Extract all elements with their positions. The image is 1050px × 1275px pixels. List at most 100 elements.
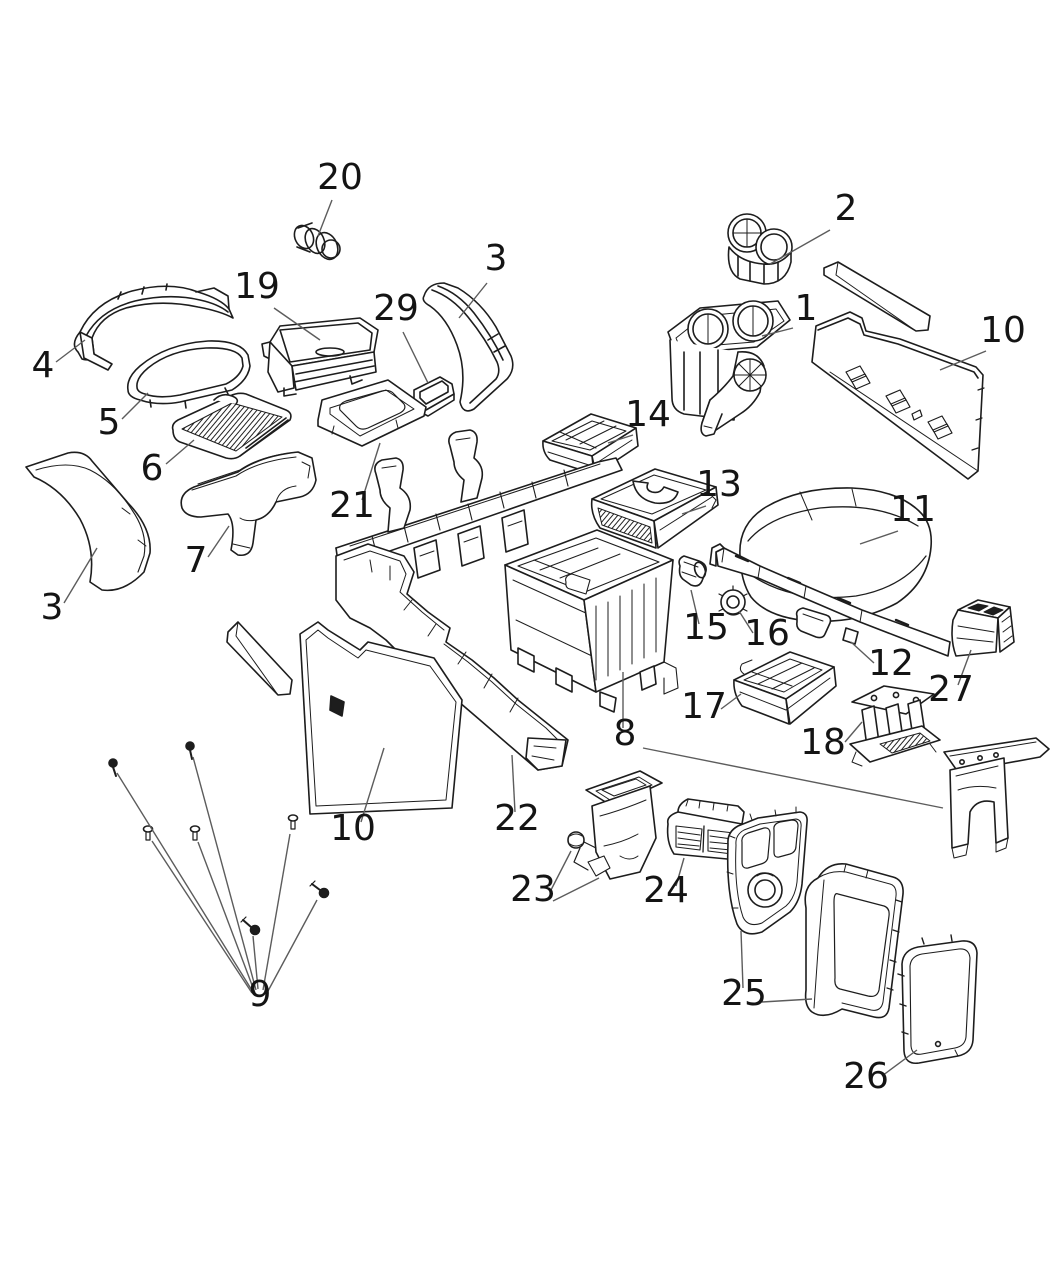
part-16-round-knob bbox=[718, 585, 748, 616]
screw-icon bbox=[309, 880, 330, 899]
part-23-shifter-boot bbox=[567, 770, 663, 880]
part-4-front-bezel-frame bbox=[73, 283, 234, 371]
part-26-seal-frame bbox=[897, 934, 978, 1065]
callout-17-storage-tray: 17 bbox=[681, 686, 727, 727]
part-21-shifter-bezel bbox=[317, 379, 427, 447]
part-6-rubber-mat bbox=[171, 392, 292, 460]
screw-icon bbox=[240, 916, 261, 936]
leader-line-screws bbox=[197, 841, 256, 994]
screw-icon bbox=[108, 758, 118, 777]
callout-13-notched-tray: 13 bbox=[696, 464, 742, 505]
callout-5-bezel-ring: 5 bbox=[98, 402, 121, 443]
leader-line-cupholder-assembly bbox=[761, 327, 794, 337]
screw-icons bbox=[108, 741, 330, 936]
callout-22-floor-duct: 22 bbox=[494, 798, 540, 839]
part-18-mounting-bracket bbox=[849, 685, 941, 767]
leader-line-tray-insert bbox=[402, 331, 429, 384]
leader-line-console-carrier bbox=[642, 747, 944, 809]
leader-line-shifter-boot bbox=[550, 850, 572, 891]
callout-11-armrest-lid: 11 bbox=[890, 489, 936, 530]
part-12-hinge-rail bbox=[709, 543, 951, 657]
part-trim-strip-left bbox=[226, 621, 293, 696]
leader-line-air-vent bbox=[675, 857, 685, 887]
part-8-rear-bracket bbox=[943, 737, 1050, 859]
part-24-air-vent bbox=[666, 798, 745, 861]
part-15-latch-cylinder bbox=[678, 555, 707, 587]
part-3-side-trim-left bbox=[25, 451, 151, 592]
leader-line-latch-cylinder bbox=[690, 589, 700, 625]
part-1-cupholder-assembly bbox=[667, 300, 791, 437]
callout-23-shifter-boot: 23 bbox=[510, 869, 556, 910]
leader-line-seal-frame bbox=[881, 1049, 918, 1077]
leader-line-screws bbox=[267, 899, 318, 992]
callout-18-mounting-bracket: 18 bbox=[800, 722, 846, 763]
callout-29-tray-insert: 29 bbox=[373, 288, 419, 329]
screw-icon bbox=[189, 825, 201, 841]
leader-line-front-bezel-frame bbox=[55, 339, 86, 363]
part-13-notched-tray bbox=[590, 468, 719, 549]
leader-line-power-outlet-plug bbox=[317, 199, 333, 237]
callout-6-rubber-mat: 6 bbox=[141, 448, 164, 489]
callout-2-cupholder-inserts: 2 bbox=[835, 188, 858, 229]
part-27-power-module bbox=[951, 599, 1015, 657]
callout-3-front-pillar-trim-right: 3 bbox=[485, 238, 508, 279]
leader-line-rear-trim-panel bbox=[761, 998, 813, 1003]
callout-24-air-vent: 24 bbox=[643, 870, 689, 911]
part-8-console-box bbox=[504, 529, 679, 713]
leader-line-shifter-bezel bbox=[361, 442, 381, 501]
callout-16-round-knob: 16 bbox=[744, 613, 790, 654]
leader-line-rubber-mat bbox=[165, 439, 195, 465]
leader-line-screws bbox=[151, 840, 253, 994]
part-17-storage-tray bbox=[733, 651, 837, 725]
callout-1-cupholder-assembly: 1 bbox=[795, 288, 818, 329]
screw-icon bbox=[287, 814, 299, 830]
callout-10-side-panel-right: 10 bbox=[980, 310, 1026, 351]
leader-line-console-tray bbox=[607, 434, 634, 444]
part-25-switch-bezel bbox=[726, 806, 808, 935]
leader-line-floor-duct bbox=[511, 754, 516, 813]
part-2-cupholder-inserts bbox=[727, 213, 793, 285]
leader-line-front-pillar-trim-right bbox=[458, 282, 488, 319]
leader-line-shifter-boot bbox=[552, 877, 600, 902]
part-7-bridge-cover bbox=[180, 451, 317, 557]
callout-12-hinge-rail: 12 bbox=[868, 643, 914, 684]
screw-icon bbox=[185, 741, 195, 760]
callout-20-power-outlet-plug: 20 bbox=[317, 157, 363, 198]
leader-line-screws bbox=[116, 772, 254, 993]
part-20-power-outlet-icon bbox=[293, 222, 341, 261]
callout-9-screws: 9 bbox=[249, 974, 272, 1015]
leader-line-side-panel-left bbox=[360, 747, 385, 823]
leader-line-side-panel-right bbox=[939, 350, 987, 371]
callout-8-console-carrier: 8 bbox=[614, 713, 637, 754]
leader-line-storage-tray bbox=[720, 693, 742, 710]
leader-line-hinge-rail bbox=[850, 641, 875, 664]
part-10-trim-strip-right bbox=[823, 261, 931, 332]
leader-line-power-module bbox=[957, 649, 972, 686]
leader-line-round-knob bbox=[738, 610, 754, 634]
callout-10-side-panel-left: 10 bbox=[330, 808, 376, 849]
leader-line-rear-trim-panel bbox=[740, 930, 744, 989]
line-art bbox=[25, 213, 1050, 1065]
callout-14-console-tray: 14 bbox=[625, 394, 671, 435]
callout-26-seal-frame: 26 bbox=[843, 1056, 889, 1097]
leader-line-cupholder-inserts bbox=[769, 229, 831, 265]
leader-line-notched-tray bbox=[681, 505, 707, 515]
callout-7-bridge-cover: 7 bbox=[185, 540, 208, 581]
part-19-storage-bin bbox=[261, 317, 379, 397]
callout-27-power-module: 27 bbox=[928, 669, 974, 710]
part-10-side-panel-left bbox=[299, 621, 463, 815]
part-3-front-pillar-trim-right bbox=[422, 282, 514, 412]
part-10-side-panel-right bbox=[811, 311, 985, 480]
leader-line-bridge-cover bbox=[207, 525, 230, 558]
callout-4-front-bezel-frame: 4 bbox=[32, 345, 55, 386]
leader-line-screws bbox=[252, 935, 259, 990]
leader-line-storage-bin bbox=[273, 307, 321, 341]
leader-line-mounting-bracket bbox=[844, 721, 863, 743]
callout-21-shifter-bezel: 21 bbox=[329, 485, 375, 526]
callout-25-rear-trim-panel: 25 bbox=[721, 973, 767, 1014]
leader-line-bezel-ring bbox=[121, 392, 149, 420]
leader-line-screws bbox=[192, 756, 257, 991]
leader-line-armrest-lid bbox=[859, 530, 899, 545]
